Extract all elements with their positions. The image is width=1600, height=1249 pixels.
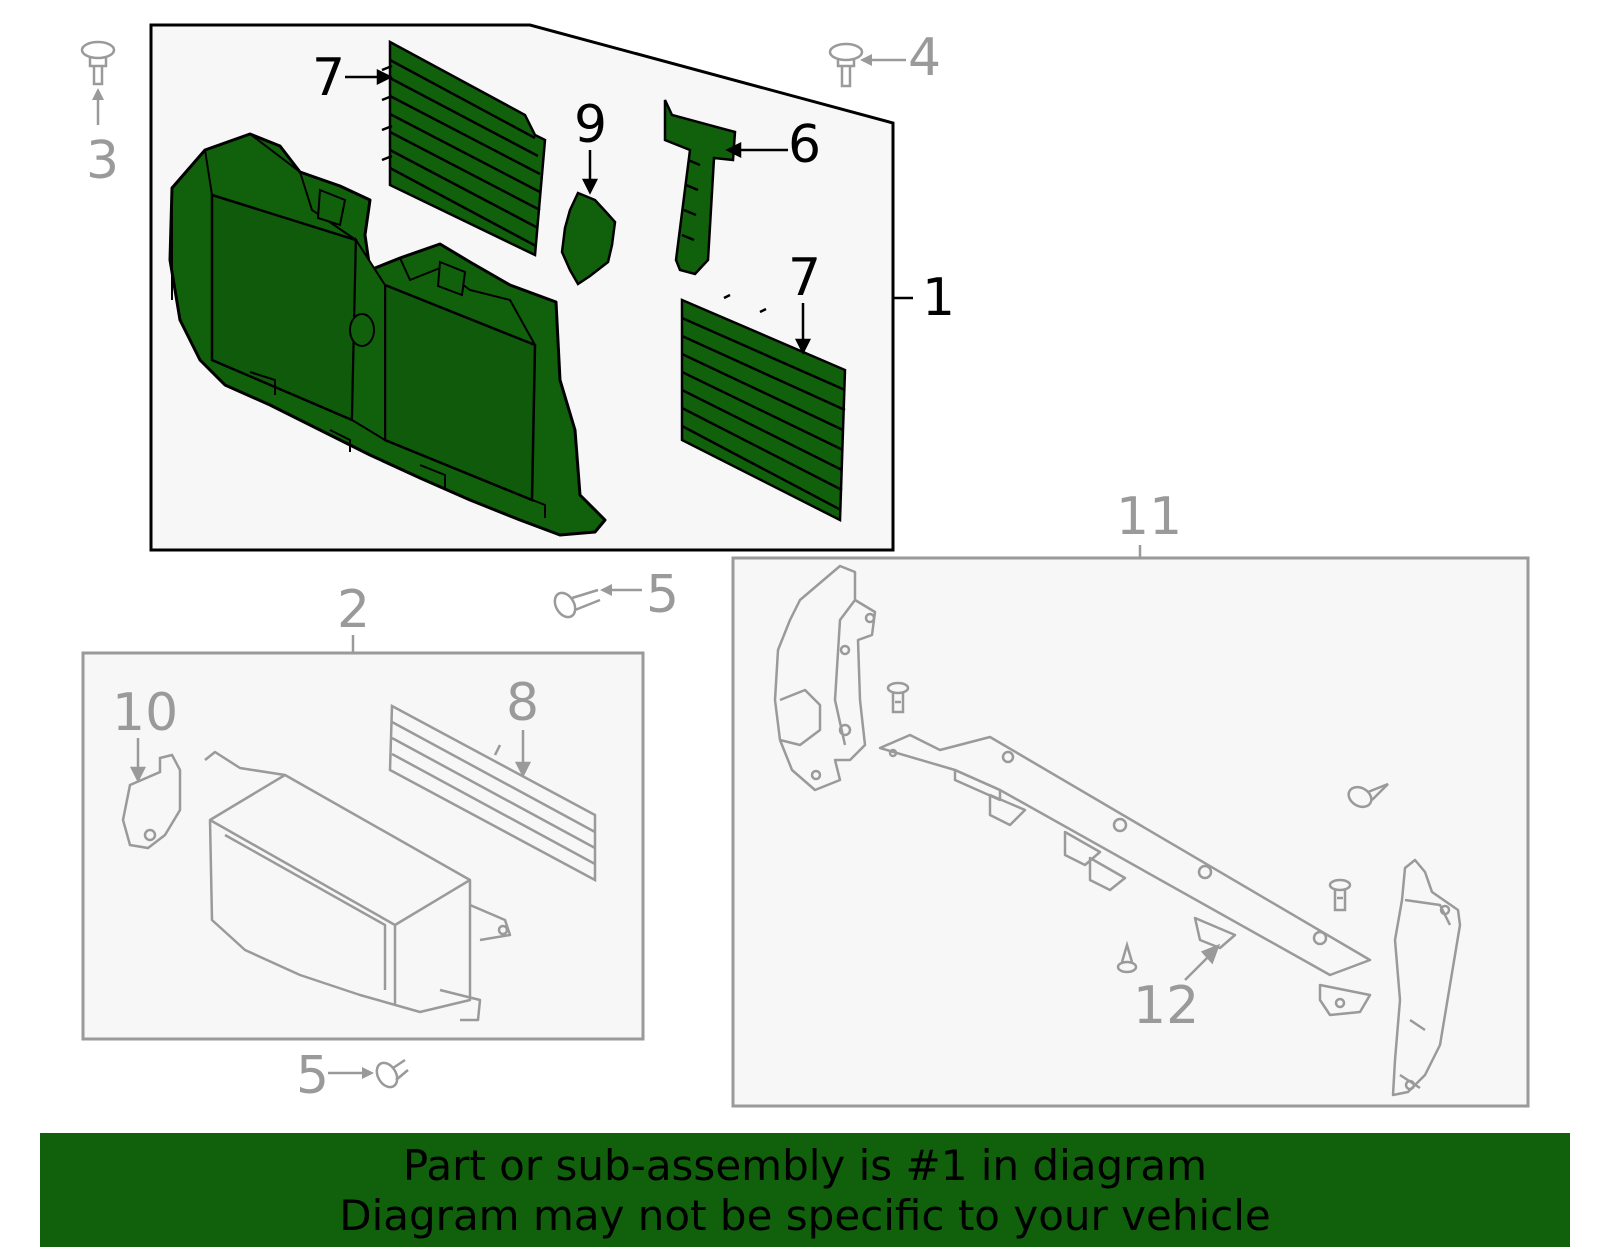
fastener-3-icon (80, 40, 116, 125)
screws-group-11-icon (886, 681, 1389, 974)
left-side-bracket[interactable] (773, 564, 877, 792)
air-deflector-housing[interactable] (204, 750, 512, 1022)
radiator-support-bar[interactable] (878, 733, 1372, 1017)
shutter-blades-upper[interactable] (381, 39, 547, 257)
footer-banner: Part or sub-assembly is #1 in diagram Di… (40, 1133, 1570, 1247)
callout-1: 1 (922, 268, 955, 328)
leader-lines-group-1 (345, 68, 913, 355)
banner-line-1: Part or sub-assembly is #1 in diagram (402, 1141, 1208, 1190)
fastener-5-upper-icon (553, 588, 642, 619)
callout-2: 2 (337, 580, 370, 640)
callout-10: 10 (112, 683, 178, 743)
arrow-5-lower-icon (362, 1067, 374, 1079)
callout-5-lower: 5 (296, 1046, 329, 1106)
bracket-6[interactable] (663, 99, 737, 276)
bracket-10[interactable] (121, 753, 182, 850)
callout-4: 4 (908, 28, 941, 88)
leader-lines-group-2 (129, 730, 532, 783)
sensor-bracket-9[interactable] (560, 191, 617, 286)
callout-3: 3 (86, 131, 119, 191)
callout-9: 9 (574, 95, 607, 155)
callout-5-upper: 5 (646, 565, 679, 625)
callout-8: 8 (506, 673, 539, 733)
shutter-frame-part[interactable] (168, 132, 607, 537)
assembly-11-panel (731, 556, 1530, 1108)
callout-11: 11 (1116, 487, 1182, 547)
banner-line-2: Diagram may not be specific to your vehi… (339, 1191, 1271, 1240)
leader-12 (1184, 943, 1221, 981)
fastener-5-lower-icon (328, 1058, 409, 1089)
callout-7-lower: 7 (788, 248, 821, 308)
assembly-2-panel (81, 651, 645, 1041)
arrow-5-upper-icon (600, 584, 612, 596)
shutter-blades-lower[interactable] (680, 293, 847, 523)
callout-12: 12 (1133, 976, 1199, 1036)
fastener-4-icon (828, 42, 906, 88)
arrow-4-icon (860, 54, 872, 66)
arrow-3-icon (92, 88, 104, 100)
callout-6: 6 (788, 115, 821, 175)
air-guide-8[interactable] (388, 703, 597, 883)
callout-7-upper: 7 (312, 48, 345, 108)
right-side-bracket[interactable] (1391, 858, 1462, 1097)
